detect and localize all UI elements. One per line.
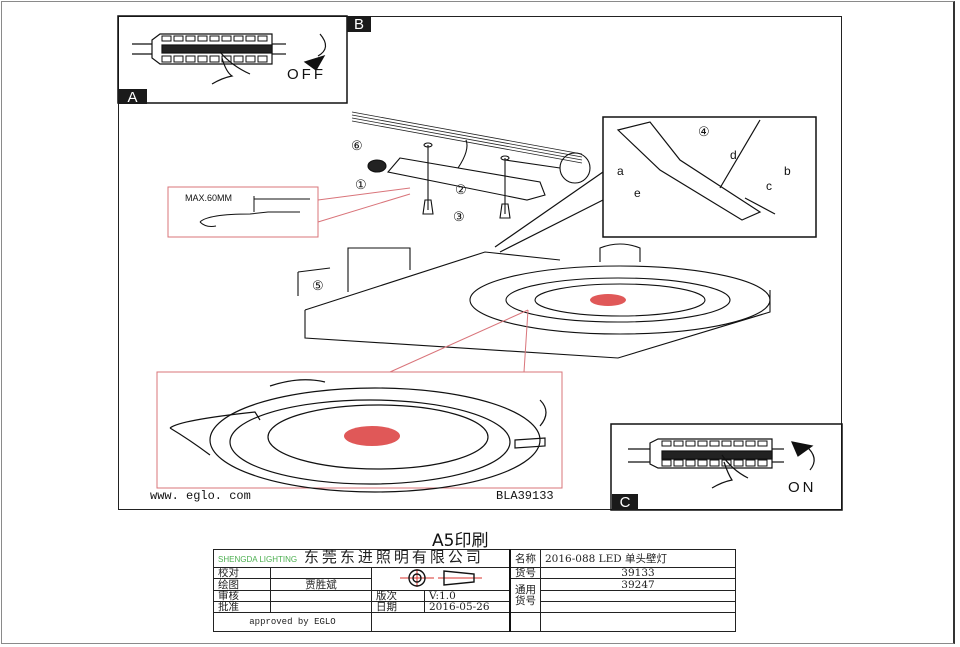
detail-letter-c: c [766,179,772,193]
breaker-module-top [745,440,756,447]
row-value-check [270,567,372,579]
breaker-module-top [757,440,768,447]
breaker-module-top [233,35,244,42]
row-value-draw: 贾胜斌 [270,578,372,591]
detail-letter-e: e [634,186,641,200]
title-block: SHENGDA LIGHTING 东莞东进照明有限公司 名称 2016-088 … [213,549,736,632]
date-label: 日期 [371,601,425,613]
wire-strip-label: MAX.60MM [185,193,233,203]
breaker-module-top [661,440,672,447]
breaker-module-bottom [197,55,208,63]
common-value-1: 39247 [540,578,736,591]
row-value-review [270,590,372,602]
row-label-approve: 批准 [213,601,271,613]
common-value-2 [540,590,736,602]
wire-strip-detail [167,186,411,238]
ceiling-hatch [351,111,583,164]
breaker-module-bottom [245,55,256,63]
projection-symbol-cell [371,567,511,591]
breaker-module-bottom [661,459,672,467]
model-code: BLA39133 [496,489,554,503]
breaker-module-bottom [209,55,220,63]
breaker-module-bottom [721,459,732,467]
breaker-module-bottom [173,55,184,63]
company-cell: SHENGDA LIGHTING 东莞东进照明有限公司 [213,548,511,568]
breaker-module-bottom [757,459,768,467]
print-note: A5印刷 [432,531,489,551]
step-marker-5: ⑤ [312,278,324,293]
panel-b-label: B [347,16,371,33]
name-label: 名称 [509,549,541,568]
breaker-module-top [685,440,696,447]
detail-letter-a: a [617,164,624,178]
panel-a-label: A [118,89,147,106]
website: www. eglo. com [150,489,251,503]
breaker-module-top [209,35,220,42]
step-marker-2: ② [455,182,467,197]
date-value: 2016-05-26 [424,601,511,613]
breaker-module-top [173,35,184,42]
version-value: V:1.0 [424,590,511,602]
breaker-module-bottom [685,459,696,467]
panel-c-switch-on [610,423,843,511]
step-marker-1: ① [355,177,367,192]
breaker-module-top [245,35,256,42]
breaker-module-bottom [161,55,172,63]
breaker-module-bottom [221,55,232,63]
breaker-module-top [709,440,720,447]
breaker-module-top [257,35,268,42]
breaker-module-top [197,35,208,42]
breaker-module-top [185,35,196,42]
common-label: 通用 货号 [509,578,541,613]
company-name: 东莞东进照明有限公司 [303,548,484,566]
breaker-module-bottom [233,55,244,63]
terminal-detail [494,116,817,253]
version-label: 版次 [371,590,425,602]
breaker-module-top [161,35,172,42]
rotation-detail [156,309,563,489]
breaker-module-bottom [733,459,744,467]
empty-cell-left [371,612,511,632]
breaker-module-top [673,440,684,447]
common-label-2: 货号 [515,594,536,607]
breaker-module-bottom [185,55,196,63]
breaker-module-bottom [697,459,708,467]
step-marker-4: ④ [698,124,710,139]
projection-symbol-icon [399,569,482,587]
mounting-bracket [367,139,591,219]
on-text: ON [788,479,817,496]
breaker-module-top [221,35,232,42]
detail-letter-d: d [730,148,737,162]
panel-c-label: C [612,494,638,511]
lamp-body [297,243,771,359]
step-marker-3: ③ [453,209,465,224]
breaker-module-bottom [745,459,756,467]
instruction-sheet [118,16,842,510]
item-no-label: 货号 [509,567,541,579]
breaker-module-bottom [257,55,268,63]
breaker-module-top [721,440,732,447]
breaker-module-top [733,440,744,447]
row-label-check: 校对 [213,567,271,579]
approved-by: approved by EGLO [213,612,372,632]
detail-letter-b: b [784,164,791,178]
item-no-value: 39133 [540,567,736,579]
panel-b-switch-off [117,15,348,104]
company-logo: SHENGDA LIGHTING [218,555,298,564]
row-value-approve [270,601,372,613]
common-value-3 [540,601,736,613]
breaker-module-bottom [673,459,684,467]
row-label-review: 审核 [213,590,271,602]
off-text: OFF [287,66,326,83]
row-label-draw: 绘图 [213,578,271,591]
step-marker-6: ⑥ [351,138,363,153]
common-label-1: 通用 [515,583,536,596]
name-value: 2016-088 LED 单头壁灯 [540,549,736,568]
breaker-module-bottom [709,459,720,467]
empty-cell-right [540,612,736,632]
empty-cell-mid [509,612,541,632]
breaker-module-top [697,440,708,447]
